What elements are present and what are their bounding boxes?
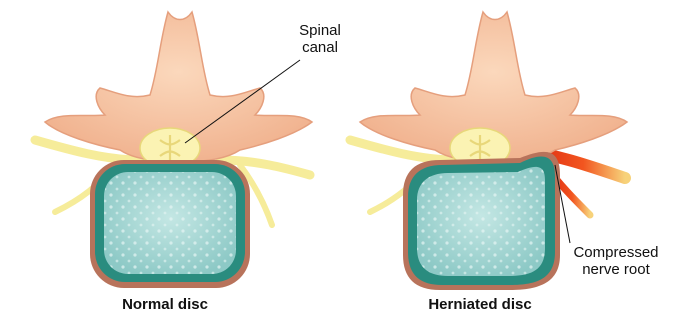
spinal-canal-label-line2: canal: [280, 39, 360, 56]
normal-disc: [90, 160, 250, 288]
normal-disc-caption: Normal disc: [80, 296, 250, 313]
spinal-canal-label: Spinal canal: [280, 22, 360, 57]
compressed-nerve-label-line2: nerve root: [560, 261, 672, 278]
compressed-nerve-label: Compressed nerve root: [560, 244, 672, 279]
spinal-canal-label-line1: Spinal: [280, 22, 360, 39]
compressed-nerve-label-line1: Compressed: [560, 244, 672, 261]
herniated-disc-caption: Herniated disc: [380, 296, 580, 313]
normal-vertebra: [35, 12, 312, 288]
herniated-disc: [403, 152, 560, 290]
